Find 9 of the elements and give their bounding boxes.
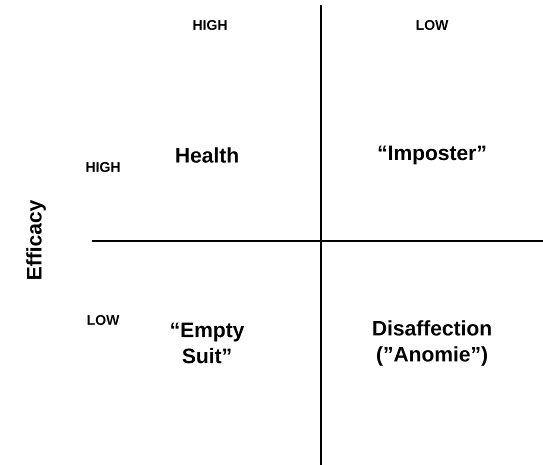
quadrant-label: “Imposter” [378,146,486,164]
row-header: HIGH [86,162,120,172]
column-header: LOW [416,20,448,30]
column-header: HIGH [193,20,227,30]
quadrant-label: “Empty Suit” [171,322,244,364]
quadrant-label: Disaffection (”Anomie”) [373,320,491,366]
row-header: LOW [88,315,120,325]
quadrant-label: Health [176,147,238,163]
axis-label: Efficacy [26,200,46,279]
